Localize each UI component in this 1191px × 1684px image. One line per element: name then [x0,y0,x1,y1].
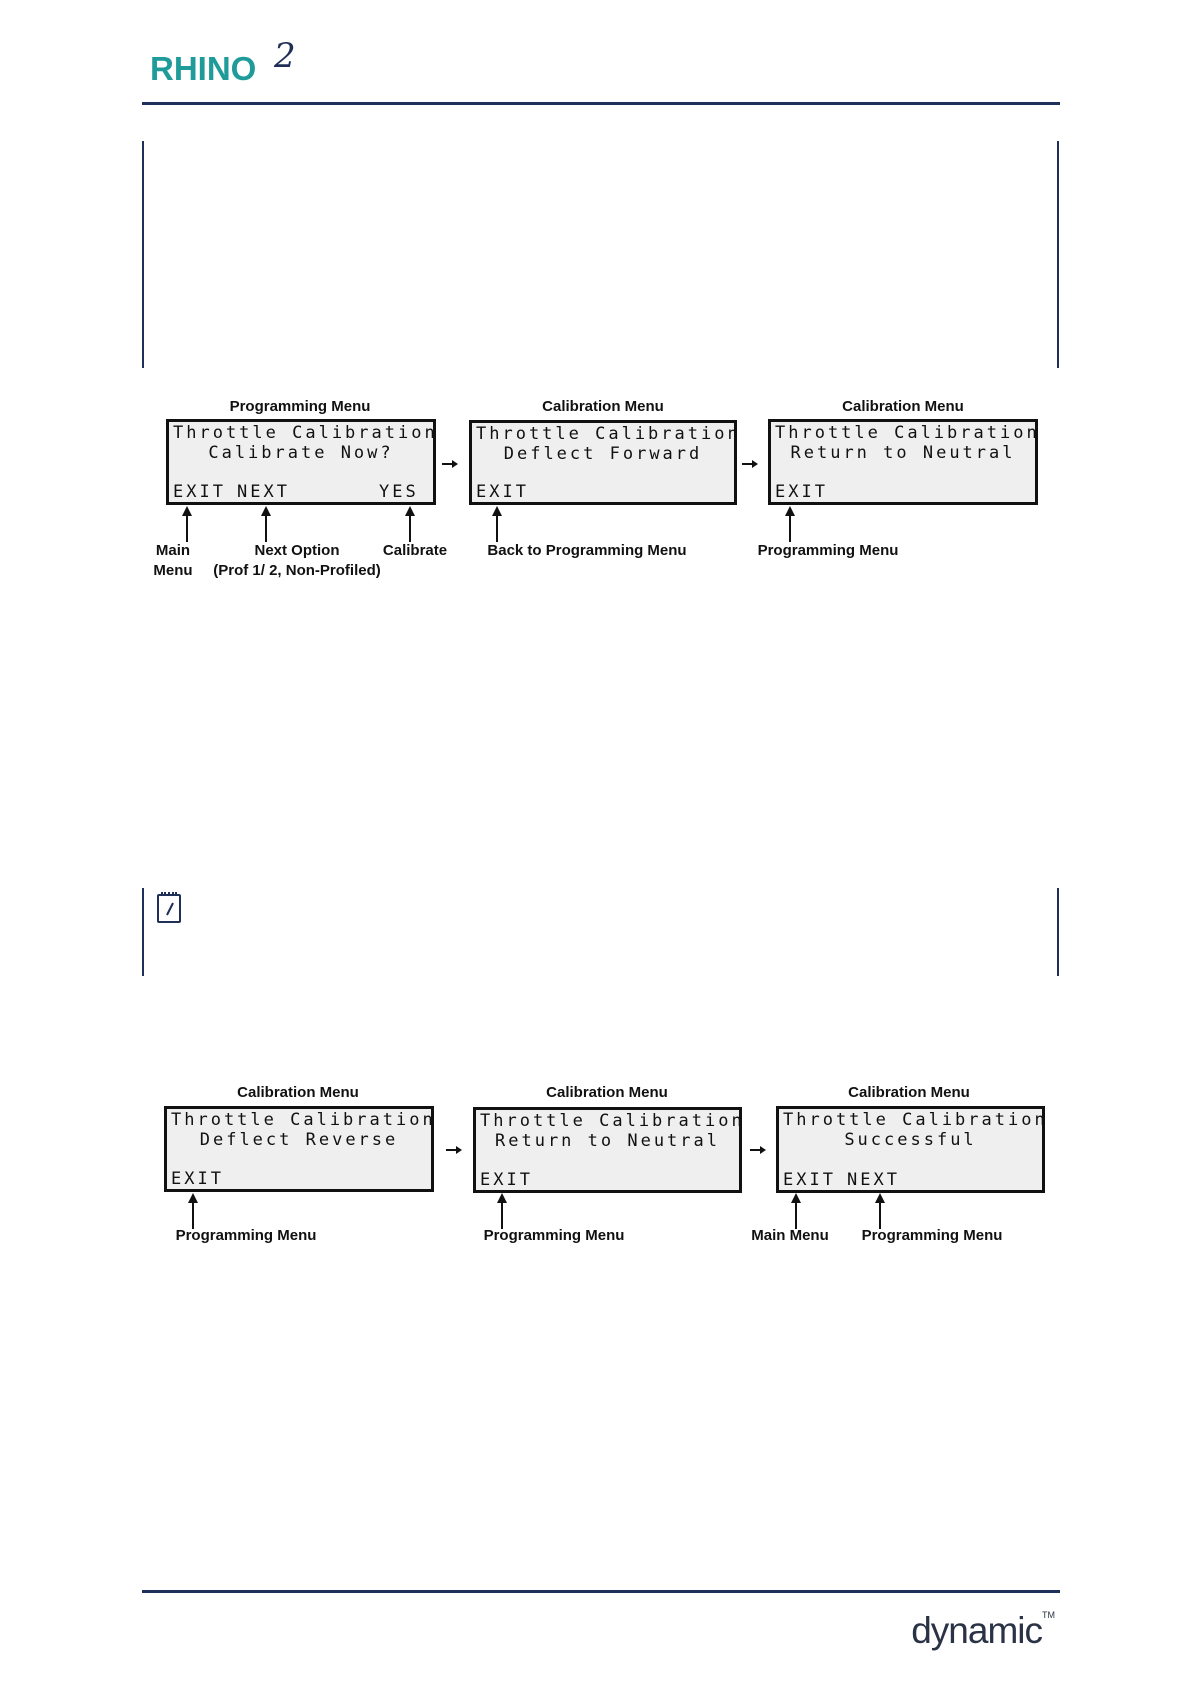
lcd-exit-button[interactable]: EXIT [783,1170,836,1190]
menu-label: Calibration Menu [542,398,664,415]
up-arrow-icon [875,1193,885,1229]
menu-label: Calibration Menu [848,1084,970,1101]
menu-label: Calibration Menu [842,398,964,415]
lcd-next-button[interactable]: NEXT [237,482,290,502]
caption-programming-menu: Programming Menu [757,542,899,559]
lcd-line-1: Throttle Calibration [480,1111,745,1131]
note-right-bar [1057,888,1059,976]
lcd-screen-return-to-neutral: Throttle Calibration Return to Neutral E… [768,419,1038,505]
up-arrow-icon [405,506,415,542]
lcd-exit-button[interactable]: EXIT [775,482,828,502]
caption-line: Next Option [254,542,340,559]
lcd-screen-successful: Throttle Calibration Successful EXIT NEX… [776,1106,1045,1193]
caption-main-menu: Main Menu [153,541,192,581]
menu-label: Calibration Menu [546,1084,668,1101]
up-arrow-icon [785,506,795,542]
lcd-line-1: Throttle Calibration [173,423,438,443]
lcd-exit-button[interactable]: EXIT [173,482,226,502]
dynamic-logo: dynamicTM [911,1610,1055,1652]
lcd-screen-calibrate-now: Throttle Calibration Calibrate Now? EXIT… [166,419,436,505]
up-arrow-icon [492,506,502,542]
brand-trademark: TM [1042,1610,1055,1620]
up-arrow-icon [791,1193,801,1229]
lcd-line-2: Deflect Reverse [199,1130,399,1150]
up-arrow-icon [188,1193,198,1229]
logo-superscript: 2 [274,36,296,76]
section-right-bar [1057,141,1059,368]
caption-programming-menu: Programming Menu [861,1227,1003,1244]
lcd-yes-button[interactable]: YES [379,482,419,502]
note-pencil-icon [157,892,181,923]
lcd-exit-button[interactable]: EXIT [171,1169,224,1189]
caption-programming-menu: Programming Menu [175,1227,317,1244]
header-rule [142,102,1060,105]
lcd-line-2: Calibrate Now? [208,443,394,463]
logo-text: RHINO [150,50,257,87]
lcd-line-2: Return to Neutral [495,1131,720,1151]
caption-back-to-programming: Back to Programming Menu [487,542,687,559]
lcd-exit-button[interactable]: EXIT [480,1170,533,1190]
caption-line: (Prof 1/ 2, Non-Profiled) [213,562,381,579]
lcd-line-1: Throttle Calibration [476,424,741,444]
caption-main-menu: Main Menu [751,1227,829,1244]
lcd-line-2: Successful [844,1130,977,1150]
up-arrow-icon [182,506,192,542]
lcd-line-2: Return to Neutral [790,443,1016,463]
up-arrow-icon [497,1193,507,1229]
caption-next-option: Next Option (Prof 1/ 2, Non-Profiled) [213,541,381,581]
section-left-bar [142,141,144,368]
caption-line: Menu [153,562,193,579]
lcd-screen-return-to-neutral: Throttle Calibration Return to Neutral E… [473,1107,742,1193]
brand-text: dynamic [911,1610,1043,1651]
caption-line: Main [155,542,191,559]
menu-label: Programming Menu [229,398,371,415]
lcd-line-1: Throttle Calibration [783,1110,1048,1130]
caption-programming-menu: Programming Menu [483,1227,625,1244]
rhino2-logo: RHINO 2 [150,36,310,95]
note-left-bar [142,888,144,976]
lcd-exit-button[interactable]: EXIT [476,482,529,502]
lcd-line-2: Deflect Forward [503,444,703,464]
caption-calibrate: Calibrate [382,542,448,559]
right-arrow-icon [750,1146,766,1154]
lcd-screen-deflect-reverse: Throttle Calibration Deflect Reverse EXI… [164,1106,434,1192]
lcd-line-1: Throttle Calibration [775,423,1040,443]
right-arrow-icon [742,460,758,468]
right-arrow-icon [446,1146,462,1154]
right-arrow-icon [442,460,458,468]
lcd-screen-deflect-forward: Throttle Calibration Deflect Forward EXI… [469,420,738,505]
lcd-next-button[interactable]: NEXT [847,1170,900,1190]
up-arrow-icon [261,506,271,542]
lcd-line-1: Throttle Calibration [171,1110,436,1130]
menu-label: Calibration Menu [237,1084,359,1101]
footer-rule [142,1590,1060,1593]
